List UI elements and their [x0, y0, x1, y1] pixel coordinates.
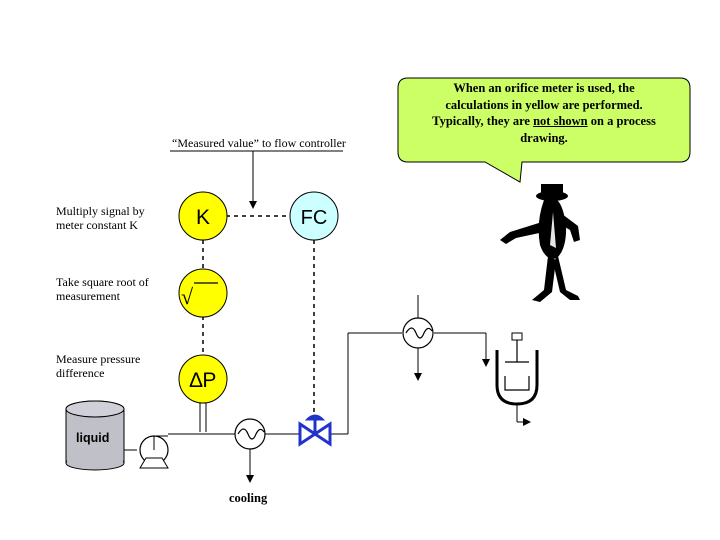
reactor-vessel-icon: [495, 332, 539, 426]
callout-line-3-pre: Typically, they are: [432, 114, 534, 128]
callout-line-1: When an orifice meter is used, the: [453, 81, 635, 95]
k-label: K: [196, 206, 210, 229]
sqrt-label-line-1: Take square root of: [56, 275, 149, 289]
sqrt-description-label: Take square root of measurement: [56, 275, 149, 303]
callout-line-2: calculations in yellow are performed.: [445, 97, 643, 112]
multiply-label-line-2: meter constant K: [56, 218, 138, 232]
sqrt-symbol: √: [181, 284, 194, 309]
dp-bubble: [178, 354, 228, 404]
pressure-label-line-1: Measure pressure: [56, 352, 141, 366]
multiply-label: Multiply signal by meter constant K: [56, 204, 145, 232]
k-bubble: [178, 191, 228, 241]
callout-line-3-post: on a process: [587, 114, 656, 128]
cooling-exchanger-icon: [234, 418, 266, 450]
pressure-label: Measure pressure difference: [56, 352, 140, 380]
pump-icon: [139, 435, 169, 469]
cooling-label: cooling: [229, 491, 268, 505]
fc-label: FC: [301, 207, 328, 229]
callout-bubble: [397, 77, 691, 183]
multiply-label-line-1: Multiply signal by: [56, 204, 145, 218]
liquid-tank: [65, 400, 125, 471]
callout-line-4: drawing.: [520, 130, 568, 145]
sqrt-bubble: [178, 268, 228, 318]
dp-label: ∆P: [190, 369, 217, 392]
callout-emphasis: not shown: [533, 114, 588, 128]
sqrt-label-line-2: measurement: [56, 289, 120, 303]
callout-text: When an orifice meter is used, the calcu…: [398, 80, 690, 146]
callout-line-3: Typically, they are not shown on a proce…: [398, 113, 690, 130]
pointing-figure-icon: [500, 184, 580, 302]
heater-exchanger-icon: [402, 317, 434, 349]
pressure-label-line-2: difference: [56, 366, 105, 380]
measured-value-label: “Measured value” to flow controller: [172, 136, 346, 150]
fc-bubble: [289, 191, 339, 241]
control-valve-icon: [298, 414, 332, 447]
liquid-label: liquid: [76, 431, 110, 445]
